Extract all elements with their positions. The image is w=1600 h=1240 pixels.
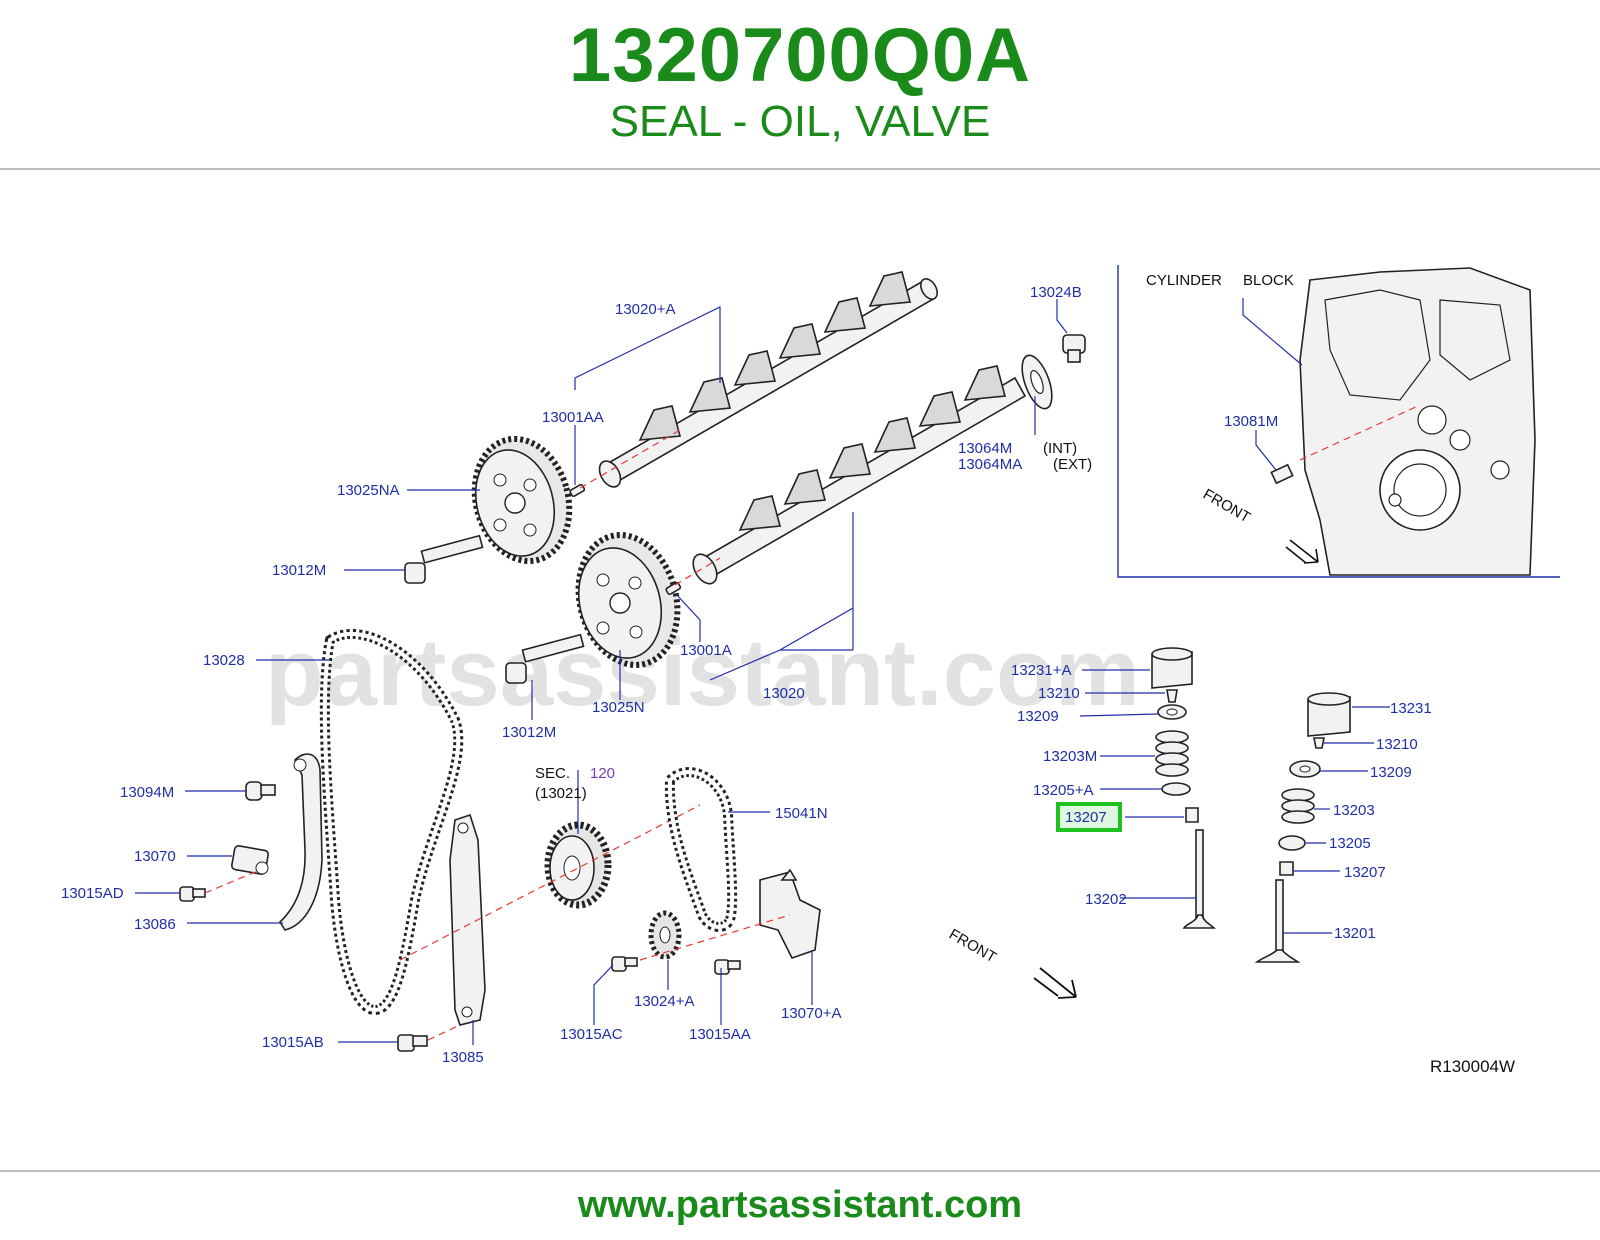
valve-spring-13203M: [1155, 730, 1189, 777]
sec-subref: (13021): [535, 785, 587, 802]
valve-spring-13203: [1281, 788, 1315, 824]
label-13210-right[interactable]: 13210: [1376, 736, 1418, 753]
label-13024A[interactable]: 13024+A: [634, 993, 694, 1010]
camshaft-lower: [692, 365, 1027, 585]
label-13015AA[interactable]: 13015AA: [689, 1026, 751, 1043]
dowel-pin-13081M: [1270, 463, 1294, 485]
inset-title-cylinder: CYLINDER: [1146, 272, 1222, 289]
label-13207-right[interactable]: 13207: [1344, 864, 1386, 881]
watermark-text: partsassistant.com: [265, 619, 1140, 726]
label-13081M: 13081M: [1224, 413, 1278, 430]
valve-oil-seal-13207-left: [1185, 807, 1199, 823]
cam-sprocket-13025N: [575, 532, 681, 668]
label-13205[interactable]: 13205: [1329, 835, 1371, 852]
header-divider: [0, 168, 1600, 170]
page-header: 1320700Q0A SEAL - OIL, VALVE: [0, 0, 1600, 170]
bolt-13094M: [245, 781, 276, 801]
valve-train-left: [1151, 647, 1216, 929]
label-13086[interactable]: 13086: [134, 916, 176, 933]
label-13012M-lower[interactable]: 13012M: [502, 724, 556, 741]
chain-tensioner-13070: [231, 845, 269, 875]
label-13064M[interactable]: 13064M: [958, 440, 1012, 457]
label-13015AD[interactable]: 13015AD: [61, 885, 124, 902]
label-13203[interactable]: 13203: [1333, 802, 1375, 819]
bolt-13015AB: [397, 1034, 428, 1052]
label-13070[interactable]: 13070: [134, 848, 176, 865]
drawing-code: R130004W: [1430, 1057, 1515, 1076]
dowel-13001A: [665, 581, 682, 596]
part-description: SEAL - OIL, VALVE: [609, 97, 991, 146]
bolt-13024B: [1062, 334, 1086, 363]
footer-website-link[interactable]: www.partsassistant.com: [577, 1184, 1023, 1226]
label-int-suffix: (INT): [1043, 440, 1077, 457]
valve-collet-13210-right: [1313, 737, 1325, 749]
bolt-13015AD: [179, 886, 206, 902]
bolt-13015AC: [611, 956, 638, 972]
label-ext-suffix: (EXT): [1053, 456, 1092, 473]
label-13015AB[interactable]: 13015AB: [262, 1034, 324, 1051]
highlight-box-13207: [1056, 802, 1122, 832]
label-13020A[interactable]: 13020+A: [615, 301, 675, 318]
inset-border: [1117, 265, 1560, 578]
tensioner-13070A: [759, 868, 821, 959]
valve-13201: [1254, 879, 1301, 963]
cylinder-block-inset: CYLINDER BLOCK 13081M FRONT: [1117, 265, 1560, 578]
chain-guide-13086: [278, 753, 323, 931]
label-13210-left[interactable]: 13210: [1038, 685, 1080, 702]
label-13203M[interactable]: 13203M: [1043, 748, 1097, 765]
label-15041N[interactable]: 15041N: [775, 805, 828, 822]
label-13025NA[interactable]: 13025NA: [337, 482, 400, 499]
label-13020[interactable]: 13020: [763, 685, 805, 702]
label-13201[interactable]: 13201: [1334, 925, 1376, 942]
label-13025N[interactable]: 13025N: [592, 699, 645, 716]
label-13205A[interactable]: 13205+A: [1033, 782, 1093, 799]
label-13064MA[interactable]: 13064MA: [958, 456, 1022, 473]
valve-13202: [1182, 829, 1216, 929]
inset-title-block: BLOCK: [1243, 272, 1294, 289]
label-13231A[interactable]: 13231+A: [1011, 662, 1071, 679]
label-13085[interactable]: 13085: [442, 1049, 484, 1066]
bolt-13015AA: [714, 959, 741, 975]
chain-guide-13085: [449, 813, 486, 1026]
label-13015AC[interactable]: 13015AC: [560, 1026, 623, 1043]
part-number-title: 1320700Q0A: [568, 13, 1032, 98]
label-13001AA[interactable]: 13001AA: [542, 409, 604, 426]
front-direction-arrow: [1033, 967, 1077, 999]
footer-divider: [0, 1170, 1600, 1172]
valve-collet-13210-left: [1166, 689, 1178, 703]
label-13209-right[interactable]: 13209: [1370, 764, 1412, 781]
oil-pump-chain-15041N: [664, 767, 738, 932]
label-13209-left[interactable]: 13209: [1017, 708, 1059, 725]
sec-number[interactable]: 120: [590, 765, 615, 782]
front-direction-label: FRONT: [946, 926, 999, 967]
crank-sprocket-13021: [544, 821, 612, 909]
label-13012M-upper[interactable]: 13012M: [272, 562, 326, 579]
label-13024B[interactable]: 13024B: [1030, 284, 1082, 301]
valve-oil-seal-13207-right: [1279, 861, 1294, 876]
sec-label: SEC.: [535, 765, 570, 782]
label-13070A[interactable]: 13070+A: [781, 1005, 841, 1022]
signal-plate-13064M: [1021, 354, 1053, 410]
label-13207-highlighted[interactable]: 13207: [1065, 809, 1107, 826]
oil-pump-sprocket-13024A: [648, 910, 682, 960]
spring-seat-13205: [1278, 835, 1306, 851]
label-13231[interactable]: 13231: [1390, 700, 1432, 717]
label-13001A[interactable]: 13001A: [680, 642, 732, 659]
inset-front-arrow: [1285, 539, 1319, 564]
bolt-13012M-upper: [404, 534, 484, 584]
label-13028[interactable]: 13028: [203, 652, 245, 669]
leader-lines: [135, 299, 1390, 1045]
label-13202[interactable]: 13202: [1085, 891, 1127, 908]
valve-train-right: [1254, 692, 1351, 963]
inset-front-label: FRONT: [1200, 486, 1253, 527]
spring-seat-13205A: [1161, 782, 1191, 796]
timing-chain-13028: [319, 628, 464, 1016]
label-13094M[interactable]: 13094M: [120, 784, 174, 801]
bolt-13012M-lower: [505, 633, 585, 684]
cam-sprocket-13025NA: [471, 435, 573, 565]
